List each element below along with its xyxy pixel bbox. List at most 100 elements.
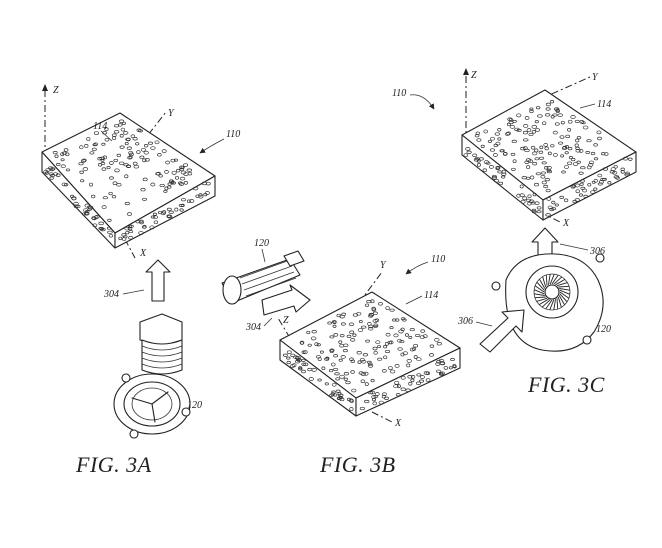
pore bbox=[183, 180, 188, 185]
impeller-blade bbox=[558, 285, 570, 288]
pore bbox=[489, 148, 496, 152]
pore bbox=[119, 119, 125, 124]
pore bbox=[49, 176, 54, 180]
pore bbox=[532, 151, 538, 156]
pore bbox=[161, 149, 167, 153]
pore bbox=[87, 205, 92, 209]
pore bbox=[345, 380, 351, 385]
pore bbox=[474, 134, 480, 138]
pore bbox=[448, 366, 453, 370]
pore bbox=[140, 147, 147, 152]
pore bbox=[116, 182, 122, 187]
pore bbox=[364, 382, 369, 386]
pore bbox=[109, 161, 114, 165]
pore bbox=[443, 366, 449, 370]
impeller-blade bbox=[533, 289, 545, 295]
pore bbox=[438, 358, 445, 363]
pore bbox=[307, 343, 312, 347]
pore bbox=[339, 344, 345, 348]
impeller-blade bbox=[536, 281, 545, 291]
figure-3c: 110 Z Y X 114 306 bbox=[392, 68, 637, 397]
pore bbox=[531, 210, 537, 214]
crossflow-fan bbox=[221, 250, 305, 305]
z-axis-label: Z bbox=[471, 70, 477, 81]
pore bbox=[526, 128, 532, 133]
leader-114 bbox=[405, 295, 423, 305]
pore bbox=[615, 176, 620, 180]
pore bbox=[198, 193, 203, 197]
pore bbox=[597, 136, 602, 141]
pore bbox=[164, 186, 169, 191]
pore bbox=[377, 302, 383, 306]
pore bbox=[150, 146, 156, 150]
ref-306-inlet: 306 bbox=[457, 316, 473, 327]
pore bbox=[328, 369, 334, 373]
pore bbox=[327, 321, 333, 325]
leader-306-inlet bbox=[475, 321, 493, 327]
pore bbox=[372, 319, 378, 323]
pore bbox=[512, 159, 517, 164]
pore bbox=[540, 171, 546, 175]
mount-tab-bottom-right bbox=[582, 335, 592, 345]
pore bbox=[383, 355, 388, 360]
pore bbox=[165, 160, 170, 165]
pore bbox=[329, 335, 335, 339]
impeller-blade bbox=[559, 291, 570, 299]
pore bbox=[589, 160, 595, 165]
figure-caption: FIG. 3C bbox=[527, 372, 605, 397]
pore bbox=[620, 170, 625, 174]
pore bbox=[343, 377, 348, 381]
pore bbox=[612, 170, 618, 175]
impeller-blade bbox=[555, 279, 566, 286]
pore bbox=[419, 335, 425, 340]
mount-tab-top-right bbox=[595, 253, 605, 263]
pore bbox=[349, 407, 354, 412]
z-axis-arrow bbox=[42, 84, 48, 91]
pore bbox=[123, 163, 129, 167]
pore bbox=[70, 194, 75, 198]
pore bbox=[560, 120, 565, 125]
z-axis-line bbox=[277, 317, 291, 339]
pore bbox=[143, 150, 149, 155]
pore bbox=[370, 299, 375, 304]
pore bbox=[81, 212, 87, 216]
pore bbox=[384, 341, 389, 346]
pore bbox=[530, 145, 536, 150]
pore bbox=[413, 355, 418, 359]
pore bbox=[610, 167, 616, 171]
pore bbox=[587, 183, 592, 187]
pore bbox=[53, 172, 59, 176]
pore bbox=[339, 374, 345, 379]
pore bbox=[522, 196, 528, 201]
pore bbox=[545, 113, 551, 117]
impeller-blade bbox=[551, 274, 559, 285]
blower-fan bbox=[113, 313, 191, 439]
pore bbox=[102, 155, 108, 160]
pore bbox=[593, 187, 598, 191]
pore bbox=[367, 391, 374, 395]
pore bbox=[358, 371, 364, 375]
pore bbox=[574, 198, 580, 202]
leader-114 bbox=[100, 130, 113, 142]
ref-120: 120 bbox=[254, 238, 269, 249]
pore bbox=[425, 378, 431, 382]
pore bbox=[307, 367, 313, 372]
pore bbox=[501, 172, 507, 176]
pore bbox=[528, 132, 534, 137]
pore bbox=[164, 170, 169, 174]
pore bbox=[306, 330, 311, 335]
pore bbox=[61, 182, 67, 187]
pore bbox=[113, 158, 119, 162]
pore bbox=[492, 153, 498, 157]
ref-114: 114 bbox=[424, 290, 438, 301]
pore bbox=[98, 221, 104, 226]
pore bbox=[111, 195, 117, 199]
pore bbox=[576, 160, 581, 164]
pore bbox=[371, 395, 377, 400]
pore bbox=[485, 161, 491, 165]
pore bbox=[540, 175, 546, 179]
ref-304: 304 bbox=[245, 322, 261, 333]
pore bbox=[174, 207, 179, 212]
pore bbox=[166, 214, 173, 219]
pore bbox=[362, 353, 369, 357]
